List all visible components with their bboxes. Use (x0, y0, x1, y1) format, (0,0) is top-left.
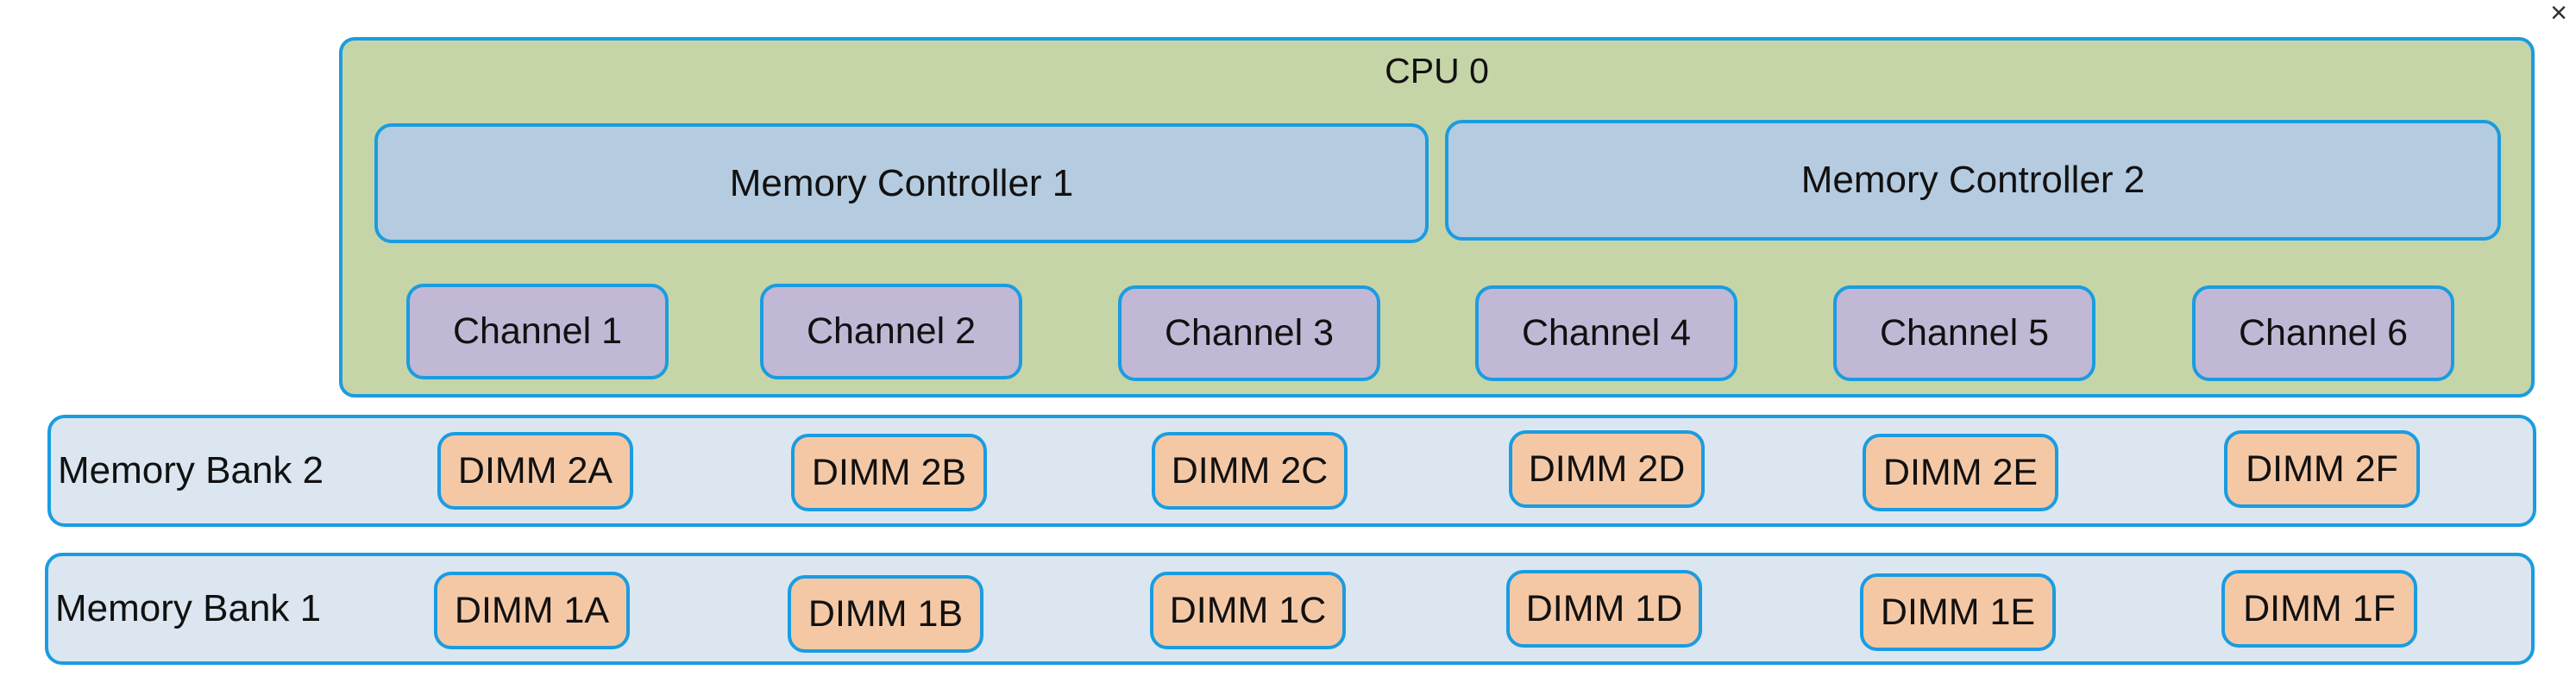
memory-controller-2: Memory Controller 2 (1445, 120, 2501, 241)
channel-6: Channel 6 (2192, 285, 2454, 381)
memory-bank-2-label: Memory Bank 2 (58, 449, 324, 492)
dimm-2f: DIMM 2F (2224, 430, 2420, 508)
dimm-2a: DIMM 2A (437, 432, 633, 510)
memory-bank-1-label: Memory Bank 1 (55, 587, 322, 629)
dimm-1c: DIMM 1C (1150, 572, 1346, 649)
dimm-1e: DIMM 1E (1860, 573, 2056, 651)
channel-1: Channel 1 (406, 284, 669, 379)
memory-controller-1: Memory Controller 1 (374, 123, 1429, 243)
dimm-2d: DIMM 2D (1509, 430, 1705, 508)
channel-4: Channel 4 (1475, 285, 1737, 381)
dimm-1f: DIMM 1F (2221, 570, 2417, 648)
dimm-2e: DIMM 2E (1863, 434, 2058, 511)
dimm-2b: DIMM 2B (791, 434, 987, 511)
channel-3: Channel 3 (1118, 285, 1380, 381)
dimm-1b: DIMM 1B (788, 575, 983, 653)
close-icon[interactable]: × (2550, 0, 2567, 29)
channel-2: Channel 2 (760, 284, 1022, 379)
dimm-1d: DIMM 1D (1506, 570, 1702, 648)
dimm-2c: DIMM 2C (1152, 432, 1348, 510)
cpu-title: CPU 0 (1385, 51, 1489, 91)
dimm-1a: DIMM 1A (434, 572, 630, 649)
channel-5: Channel 5 (1833, 285, 2095, 381)
